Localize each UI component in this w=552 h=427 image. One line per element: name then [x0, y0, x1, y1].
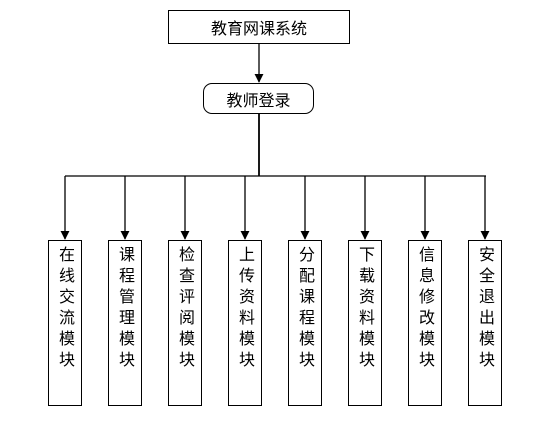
- module-label: 分配课程模块: [296, 246, 315, 372]
- login-node-label: 教师登录: [226, 90, 291, 110]
- module-box-online-chat: 在线交流模块: [48, 240, 82, 406]
- module-label: 信息修改模块: [416, 246, 435, 372]
- module-label: 检查评阅模块: [176, 246, 195, 372]
- module-label: 在线交流模块: [56, 246, 75, 372]
- module-label: 课程管理模块: [116, 246, 135, 372]
- module-box-logout: 安全退出模块: [468, 240, 502, 406]
- root-node-box: 教育网课系统: [168, 10, 350, 44]
- root-node-label: 教育网课系统: [210, 19, 307, 38]
- module-box-course-management: 课程管理模块: [108, 240, 142, 406]
- module-box-download: 下载资料模块: [348, 240, 382, 406]
- module-box-edit-info: 信息修改模块: [408, 240, 442, 406]
- module-box-upload: 上传资料模块: [228, 240, 262, 406]
- login-node-box: 教师登录: [203, 83, 314, 114]
- module-label: 下载资料模块: [356, 246, 375, 372]
- module-label: 上传资料模块: [236, 246, 255, 372]
- module-label: 安全退出模块: [476, 246, 495, 372]
- module-box-assign-course: 分配课程模块: [288, 240, 322, 406]
- module-box-review: 检查评阅模块: [168, 240, 202, 406]
